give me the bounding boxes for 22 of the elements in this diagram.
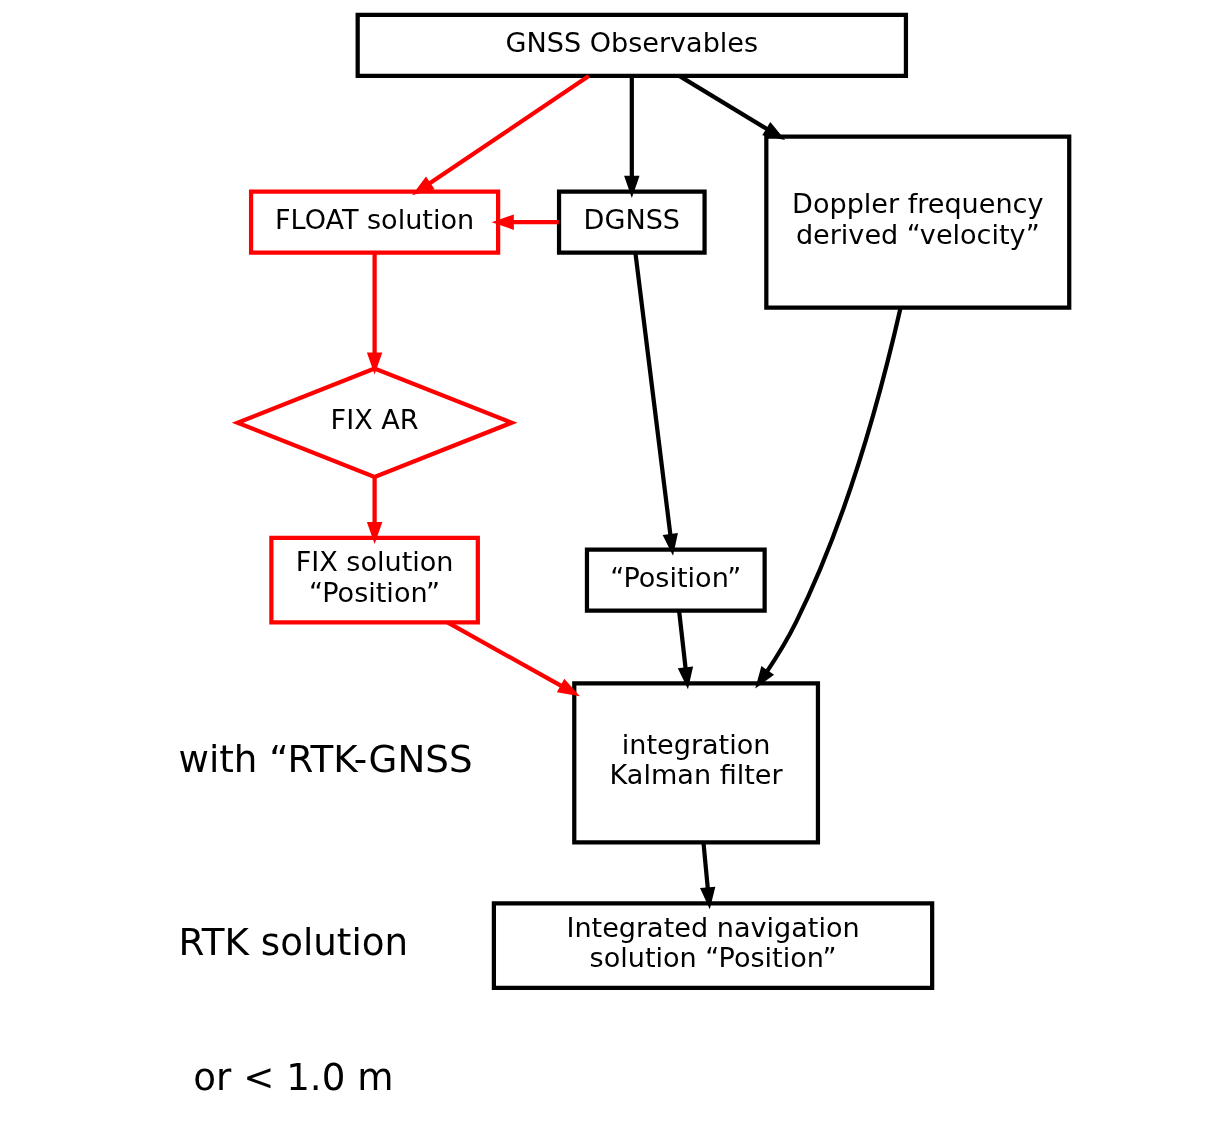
node-box: DGNSS	[556, 189, 707, 255]
arrow	[700, 842, 716, 910]
node-box: GNSS Observables	[355, 12, 909, 78]
arrow	[446, 620, 580, 697]
node-box: Integrated navigation solution “Position”	[491, 901, 935, 990]
node-box: “Position”	[584, 547, 767, 613]
arrow	[633, 252, 678, 556]
label: or < 1.0 m	[193, 1055, 394, 1100]
label: with “RTK-GNSS	[178, 737, 473, 782]
arrow	[366, 252, 383, 375]
node-box: integration Kalman filter	[572, 681, 821, 845]
arrow	[491, 214, 559, 230]
arrow	[755, 307, 903, 689]
arrow	[412, 74, 590, 196]
node-diamond: FIX AR	[231, 366, 518, 480]
arrow	[624, 76, 640, 198]
node-box: FLOAT solution	[248, 189, 501, 255]
label: RTK solution	[178, 920, 409, 965]
node-box: Doppler frequency derived “velocity”	[764, 134, 1072, 310]
arrow	[676, 610, 694, 690]
node-box: FIX solution “Position”	[269, 535, 480, 625]
arrow	[366, 476, 383, 545]
